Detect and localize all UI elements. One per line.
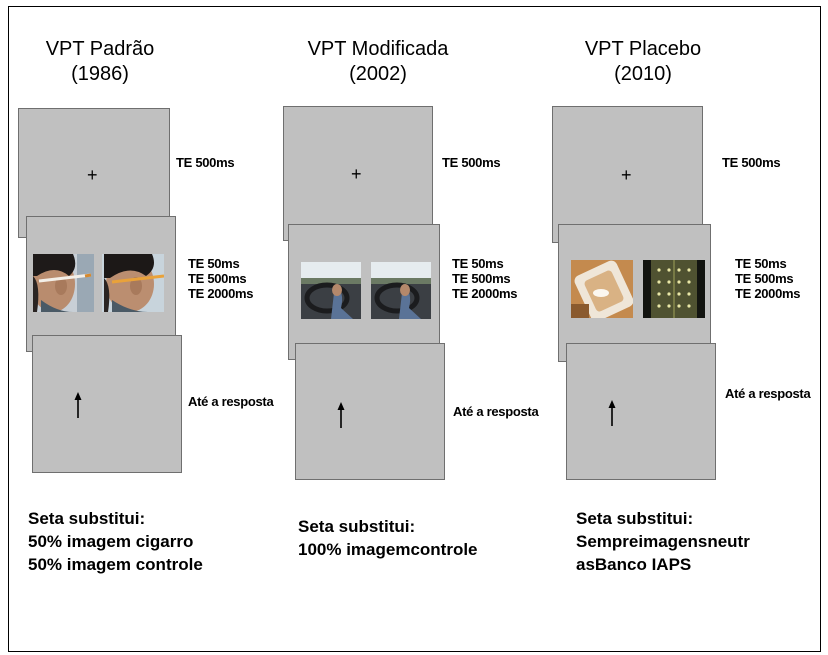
driving-photo bbox=[371, 262, 431, 319]
duration-label: TE 500ms bbox=[188, 271, 247, 286]
column-2-stimulus-screen bbox=[288, 224, 440, 360]
duration-label: TE 50ms bbox=[452, 256, 504, 271]
face-cigarette-photo bbox=[33, 254, 94, 312]
column-3-fixation-screen: + bbox=[552, 106, 703, 243]
duration-label: TE 50ms bbox=[735, 256, 787, 271]
up-arrow-icon bbox=[74, 392, 82, 418]
note-line: 50% imagem controle bbox=[28, 555, 203, 574]
duration-label: TE 500ms bbox=[735, 271, 794, 286]
column-3-probe-label: Até a resposta bbox=[725, 386, 811, 401]
column-3-title: VPT Placebo (2010) bbox=[568, 37, 718, 87]
duration-label: TE 500ms bbox=[452, 271, 511, 286]
column-2-probe-label: Até a resposta bbox=[453, 404, 539, 419]
column-1-note: Seta substitui: 50% imagem cigarro 50% i… bbox=[28, 507, 203, 576]
column-1-title-year: (1986) bbox=[71, 63, 129, 85]
column-2-title-name: VPT Modificada bbox=[307, 38, 449, 60]
column-2-title-year: (2002) bbox=[349, 63, 407, 85]
column-2-fixation-screen: + bbox=[283, 106, 433, 241]
column-2-title: VPT Modificada (2002) bbox=[293, 37, 463, 87]
up-arrow-icon bbox=[337, 402, 345, 428]
column-3-note: Seta substitui: Sempreimagensneutr asBan… bbox=[576, 507, 750, 576]
column-2-probe-screen bbox=[295, 343, 445, 480]
column-1-title: VPT Padrão (1986) bbox=[30, 37, 170, 87]
column-1-title-name: VPT Padrão bbox=[45, 38, 155, 60]
column-3-title-name: VPT Placebo bbox=[584, 38, 702, 60]
fixation-cross: + bbox=[87, 165, 98, 185]
column-2-fixation-label: TE 500ms bbox=[442, 155, 501, 170]
fixation-cross: + bbox=[621, 165, 632, 185]
note-line: 50% imagem cigarro bbox=[28, 532, 194, 551]
column-2-stimulus-labels: TE 50ms TE 500ms TE 2000ms bbox=[452, 256, 518, 301]
column-2-note: Seta substitui: 100% imagemcontrole bbox=[298, 515, 478, 561]
column-3-fixation-label: TE 500ms bbox=[722, 155, 781, 170]
column-1-probe-label: Até a resposta bbox=[188, 394, 274, 409]
neutral-lights-photo bbox=[643, 260, 705, 318]
up-arrow-icon bbox=[608, 400, 616, 426]
column-1-stimulus-screen bbox=[26, 216, 176, 352]
fixation-cross: + bbox=[351, 164, 362, 184]
note-line: Seta substitui: bbox=[576, 509, 694, 528]
driving-photo bbox=[301, 262, 361, 319]
note-line: Seta substitui: bbox=[298, 517, 416, 536]
column-3-stimulus-screen bbox=[558, 224, 711, 362]
note-line: 100% imagemcontrole bbox=[298, 540, 478, 559]
note-line: Seta substitui: bbox=[28, 509, 146, 528]
note-line: asBanco IAPS bbox=[576, 555, 692, 574]
note-line: Sempreimagensneutr bbox=[576, 532, 750, 551]
face-pencil-photo bbox=[102, 254, 164, 312]
duration-label: TE 2000ms bbox=[188, 286, 254, 301]
duration-label: TE 2000ms bbox=[452, 286, 518, 301]
duration-label: TE 50ms bbox=[188, 256, 240, 271]
neutral-object-photo bbox=[571, 260, 633, 318]
column-3-probe-screen bbox=[566, 343, 716, 480]
column-1-fixation-label: TE 500ms bbox=[176, 155, 235, 170]
column-3-stimulus-labels: TE 50ms TE 500ms TE 2000ms bbox=[735, 256, 801, 301]
column-3-title-year: (2010) bbox=[614, 63, 672, 85]
column-1-probe-screen bbox=[32, 335, 182, 473]
duration-label: TE 2000ms bbox=[735, 286, 801, 301]
column-1-stimulus-labels: TE 50ms TE 500ms TE 2000ms bbox=[188, 256, 254, 301]
